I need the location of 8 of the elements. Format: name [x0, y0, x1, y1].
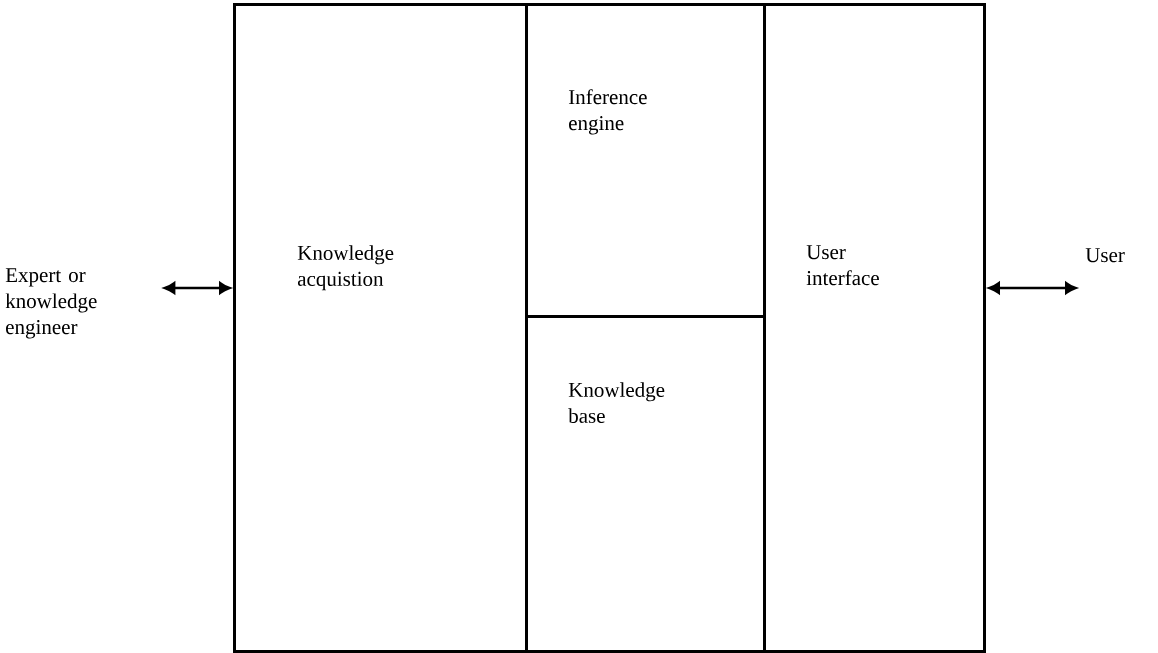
component-box: User interface: [763, 3, 986, 653]
component-box: Knowledge acquistion: [233, 3, 528, 653]
arrow: [163, 281, 231, 295]
label-text: User: [1085, 248, 1125, 263]
label-text: Expert or knowledge engineer: [5, 268, 97, 339]
component-box: Knowledge base: [525, 315, 766, 653]
component-box: Inference engine: [525, 3, 766, 318]
arrow: [988, 281, 1077, 295]
